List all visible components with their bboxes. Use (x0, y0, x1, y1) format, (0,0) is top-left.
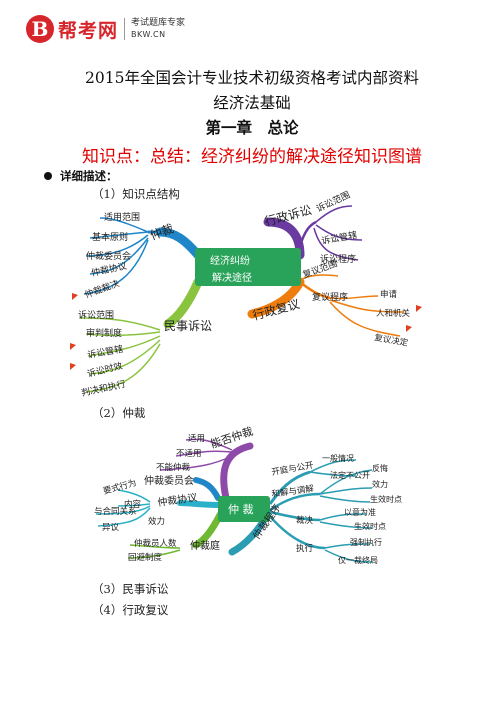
leaf-ar-organ: 人和机关 (376, 308, 411, 319)
bullet-icon (44, 172, 52, 180)
arb-center-label: 仲 裁 (228, 502, 254, 516)
doc-title: 2015年全国会计专业技术初级资格考试内部资料 (85, 69, 419, 87)
leaf-general: 一般情况 (322, 453, 354, 463)
leaf-repent: 反悔 (372, 463, 388, 473)
leaf-content: 内容 (124, 499, 142, 510)
logo: B 帮考网 考试题库专家 BKW.CN (26, 14, 185, 44)
leaf-validity: 效力 (372, 479, 388, 489)
branch-civil-litigation-line (163, 277, 203, 329)
section-structure: （1）知识点结构 (92, 187, 180, 201)
flag-icon (70, 363, 76, 370)
leaf-objection: 异议 (102, 523, 120, 533)
center-node (195, 248, 301, 286)
branch-arbitration-line (155, 227, 203, 260)
center-label-1: 经济纠纷 (210, 254, 250, 267)
leaf-award: 裁决 (296, 515, 314, 526)
leaf-arb-principles: 基本原则 (92, 231, 128, 243)
leaf-not-applicable: 不适用 (176, 448, 202, 459)
flag-icon (72, 293, 78, 300)
logo-name: 帮考网 (58, 19, 119, 42)
leaf-cl-trial: 审判制度 (86, 327, 122, 339)
leaf-contract-relation: 与合同关系 (94, 506, 137, 517)
logo-subtitle: 考试题库专家 BKW.CN (131, 18, 185, 40)
leaf-al-procedure: 诉讼程序 (320, 253, 356, 265)
flag-icon (416, 305, 422, 312)
branch-admin-review-line (247, 277, 305, 319)
leaf-effective-time: 生效时点 (370, 494, 402, 504)
branch-committee: 仲裁委员会 (144, 474, 194, 487)
leaf-ar-apply: 申请 (380, 289, 398, 300)
flag-icon (406, 325, 412, 332)
leaf-applicable: 适用 (188, 433, 205, 444)
leaf-arbitrator-count: 仲裁员人数 (134, 538, 177, 549)
leaf-effective-time-2: 生效时点 (354, 521, 386, 531)
leaf-majority: 以意为准 (344, 507, 376, 517)
center-label-2: 解决途径 (212, 271, 252, 284)
logo-domain: BKW.CN (131, 30, 166, 39)
flag-icon (70, 343, 76, 350)
leaf-cl-scope: 诉讼范围 (78, 309, 114, 321)
branch-civil-litigation: 民事诉讼 (164, 319, 212, 333)
leaf-enforcement: 执行 (296, 543, 314, 554)
arb-center-node (218, 496, 270, 522)
topic-title: 知识点：总结：经济纠纷的解决途径知识图谱 (82, 147, 422, 167)
section-arbitration: （2）仲裁 (92, 406, 146, 420)
section-civil-litigation: （3）民事诉讼 (92, 582, 169, 596)
leaf-arb-scope: 适用范围 (104, 211, 140, 223)
detail-label: 详细描述： (60, 169, 118, 183)
leaf-hearing-open: 开庭与公开 (271, 460, 315, 478)
logo-mark: B (26, 15, 54, 43)
section-admin-review: （4）行政复议 (92, 603, 169, 617)
leaf-ar-procedure: 复议程序 (312, 291, 348, 303)
leaf-arb-committee: 仲裁委员会 (86, 250, 131, 262)
doc-subject: 经济法基础 (213, 94, 291, 112)
leaf-final: 仅一裁终局 (338, 555, 378, 565)
branch-tribunal: 仲裁庭 (190, 539, 220, 552)
logo-tagline: 考试题库专家 (131, 18, 186, 28)
detail-heading: 详细描述： (44, 168, 118, 184)
leaf-not-public: 法定不公开 (330, 470, 370, 480)
logo-divider (124, 18, 126, 40)
leaf-cannot-arbitrate: 不能仲裁 (156, 462, 191, 473)
leaf-effect: 效力 (148, 516, 165, 527)
chapter-title: 第一章 总论 (205, 118, 299, 137)
leaf-compulsory: 强制执行 (350, 537, 382, 547)
leaf-recusal: 回避制度 (128, 552, 163, 563)
